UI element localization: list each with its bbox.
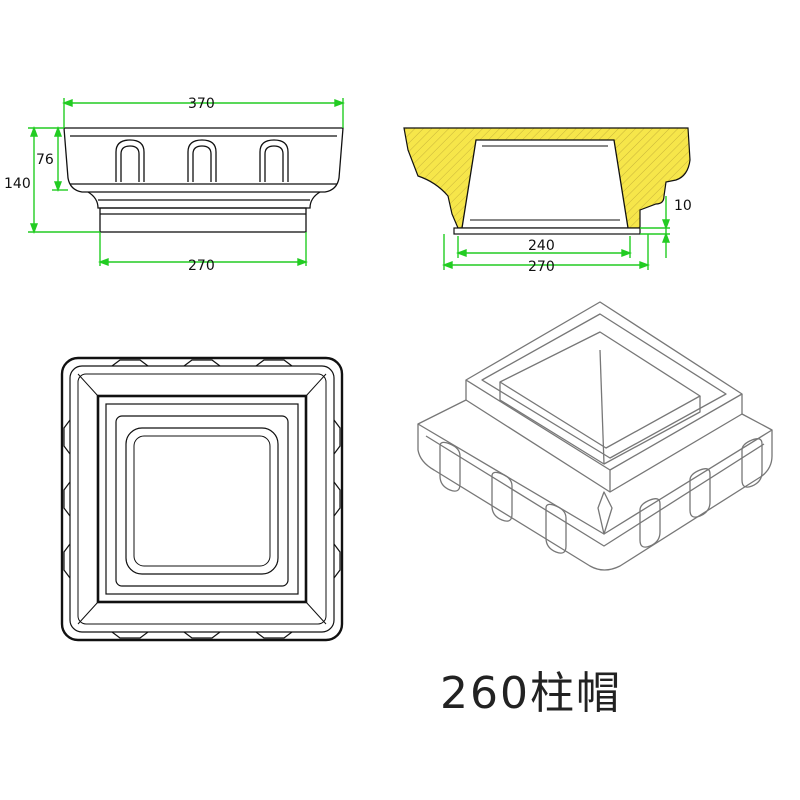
dim-label-front-bottom-width: 270 — [188, 258, 215, 274]
isometric-view — [417, 301, 773, 571]
dim-label-section-base-width: 270 — [528, 259, 555, 275]
section-dimension-lines — [442, 196, 671, 270]
dim-label-front-top-width: 370 — [188, 96, 215, 112]
dim-label-section-inner-width: 240 — [528, 238, 555, 254]
cross-section-view — [403, 127, 691, 235]
front-elevation-view — [63, 127, 344, 233]
front-dimension-lines — [28, 98, 345, 267]
dim-label-section-step: 10 — [674, 198, 692, 214]
top-plan-view — [60, 356, 344, 642]
dim-label-front-height-upper: 76 — [36, 152, 54, 168]
part-title: 260柱帽 — [440, 668, 622, 719]
dim-label-front-height-total: 140 — [4, 176, 31, 192]
